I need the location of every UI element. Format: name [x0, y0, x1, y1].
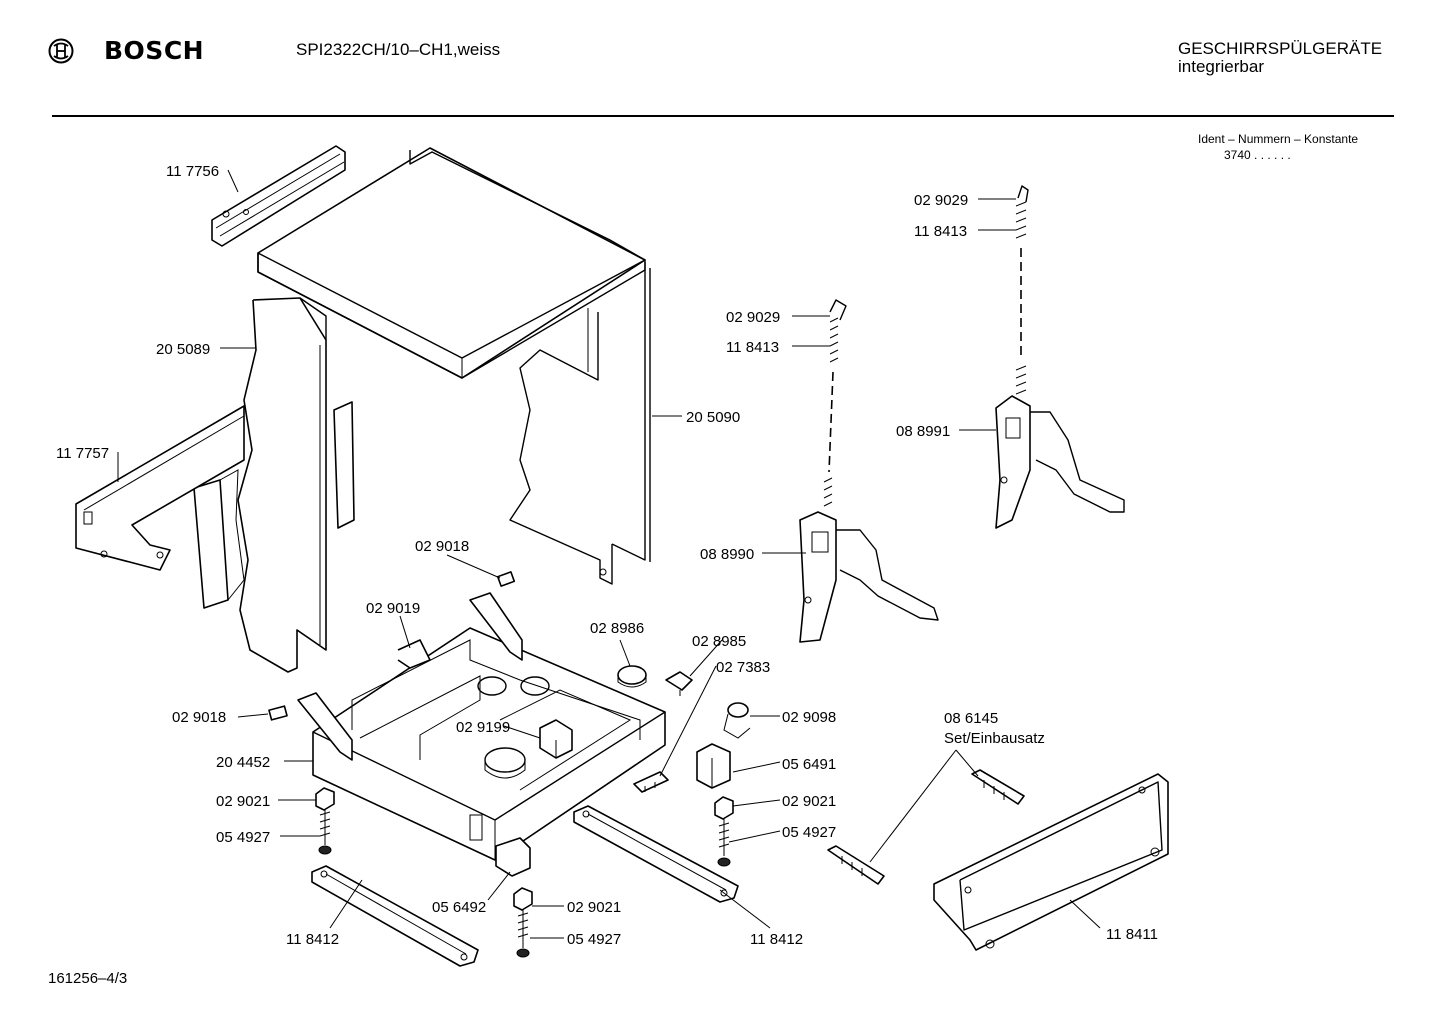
part-label: 08 6145	[944, 710, 998, 727]
top-mounting-rail	[211, 145, 346, 247]
part-label: 02 9021	[782, 793, 836, 810]
set-bracket-lower	[827, 845, 885, 885]
part-label: 11 8413	[914, 223, 967, 240]
float-028986	[617, 665, 647, 688]
hinge-spring-center	[823, 299, 847, 507]
part-label: 11 8411	[1106, 926, 1158, 943]
part-label: 11 8412	[750, 931, 803, 948]
part-label: 05 4927	[782, 824, 836, 841]
clip-029019	[397, 639, 431, 669]
model-number: SPI2322CH/10–CH1,weiss	[296, 40, 501, 59]
capacitor-029098	[723, 702, 751, 739]
bosch-logo-icon	[48, 38, 74, 64]
part-label: 20 5089	[156, 341, 210, 358]
part-label: 02 9021	[216, 793, 270, 810]
part-label: 02 9098	[782, 709, 836, 726]
part-label: 02 9199	[456, 719, 510, 736]
ident-label: Ident – Nummern – Konstante	[1198, 132, 1359, 146]
part-label: 20 4452	[216, 754, 270, 771]
bracket-056492	[495, 837, 531, 877]
header-rule	[52, 115, 1394, 117]
foot-center	[513, 887, 533, 958]
set-bracket-upper	[971, 769, 1025, 805]
ident-value: 3740 . . . . . .	[1224, 148, 1291, 162]
part-label: 08 8991	[896, 423, 950, 440]
relay-029199	[539, 719, 573, 759]
part-label: 05 4927	[567, 931, 621, 948]
small-clip-029018-top	[496, 571, 516, 587]
part-label: 02 8985	[692, 633, 746, 650]
part-label: 05 6491	[782, 756, 836, 773]
part-label: 11 7757	[56, 445, 109, 462]
switch-028985	[665, 671, 693, 696]
clip-029018-left	[268, 705, 288, 721]
left-insulation-strip	[193, 401, 355, 609]
part-label: 02 9019	[366, 600, 420, 617]
hinge-088990	[799, 511, 939, 643]
part-label: 02 7383	[716, 659, 770, 676]
left-side-panel	[237, 297, 327, 673]
base-frame	[297, 592, 666, 861]
part-label: 02 9021	[567, 899, 621, 916]
cover-056491	[696, 743, 731, 789]
leader-lines	[117, 169, 1101, 939]
part-label: 08 8990	[700, 546, 754, 563]
part-label: 11 8412	[286, 931, 339, 948]
hinge-088991	[995, 395, 1125, 529]
part-label: 05 6492	[432, 899, 486, 916]
part-label: 11 8413	[726, 339, 779, 356]
base-rail-left	[311, 865, 479, 967]
part-label: 05 4927	[216, 829, 270, 846]
hinge-spring-right	[1015, 185, 1029, 395]
side-mounting-rail	[75, 405, 245, 571]
connector-027383	[633, 771, 669, 793]
part-label: 11 7756	[166, 163, 219, 180]
foot-left	[315, 787, 335, 855]
brand-name: BOSCH	[104, 36, 205, 65]
base-rail-right	[573, 805, 739, 903]
part-label: 02 9029	[914, 192, 968, 209]
part-label: 02 8986	[590, 620, 644, 637]
foot-right	[714, 796, 734, 867]
part-label: 02 9029	[726, 309, 780, 326]
kick-plate	[933, 773, 1169, 951]
appliance-subcategory: integrierbar	[1178, 57, 1264, 76]
part-label: 20 5090	[686, 409, 740, 426]
part-label: 02 9018	[172, 709, 226, 726]
document-number: 161256–4/3	[48, 970, 128, 987]
right-side-panel	[509, 262, 651, 585]
part-label: 02 9018	[415, 538, 469, 555]
part-label: Set/Einbausatz	[944, 730, 1045, 747]
appliance-category: GESCHIRRSPÜLGERÄTE	[1178, 39, 1383, 58]
